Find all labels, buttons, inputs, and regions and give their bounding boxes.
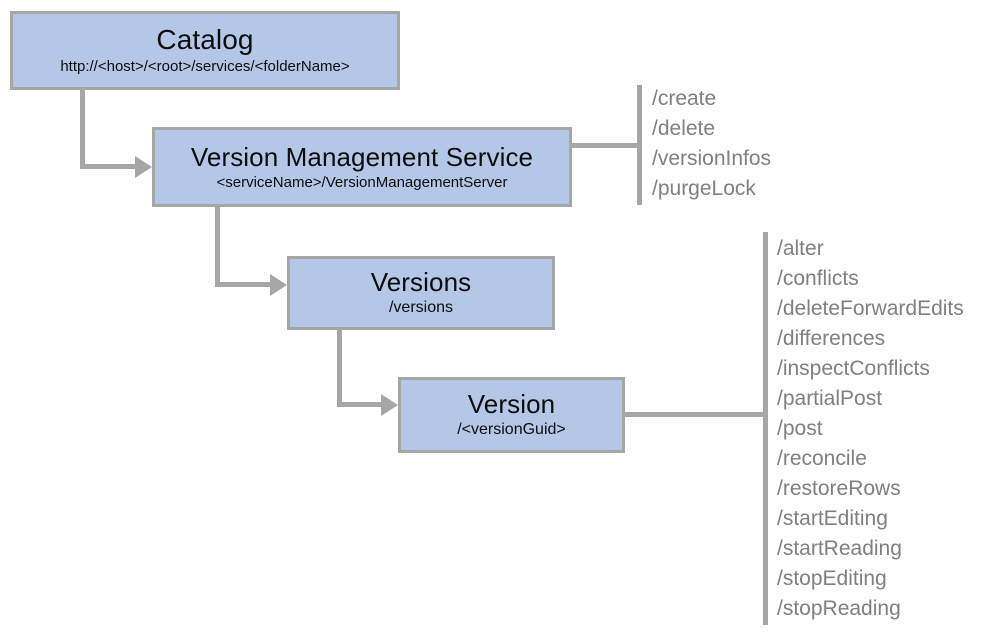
operation-item[interactable]: /startEditing: [777, 507, 888, 530]
connector-version-to-operations-stem: [625, 412, 768, 417]
operation-item[interactable]: /post: [777, 417, 823, 440]
operation-item[interactable]: /reconcile: [777, 447, 867, 470]
operation-item[interactable]: /stopEditing: [777, 567, 887, 590]
operation-item[interactable]: /deleteForwardEdits: [777, 297, 964, 320]
operation-item[interactable]: /partialPost: [777, 387, 883, 410]
connector-service-to-versions-vertical: [215, 207, 220, 287]
operation-item[interactable]: /startReading: [777, 537, 902, 560]
operation-item[interactable]: /alter: [777, 237, 824, 260]
operation-item[interactable]: /delete: [652, 117, 716, 140]
connector-version-to-operations-bar: [763, 232, 768, 625]
node-version-management-service-title: Version Management Service: [190, 141, 534, 172]
node-version-management-service[interactable]: Version Management Service <serviceName>…: [152, 127, 572, 207]
node-catalog-title: Catalog: [156, 24, 254, 56]
operation-item[interactable]: /stopReading: [777, 597, 901, 620]
operation-item[interactable]: /versionInfos: [652, 147, 772, 170]
operation-list-service: /create/delete/versionInfos/purgeLock: [652, 84, 771, 204]
operation-item[interactable]: /inspectConflicts: [777, 357, 930, 380]
node-version-management-service-path: <serviceName>/VersionManagementServer: [216, 173, 508, 191]
node-catalog-path: http://<host>/<root>/services/<folderNam…: [60, 58, 350, 76]
connector-catalog-to-service-vertical: [80, 90, 85, 169]
operation-list-version: /alter/conflicts/deleteForwardEdits/diff…: [777, 234, 964, 624]
connector-versions-to-version-horizontal: [337, 402, 381, 407]
node-version[interactable]: Version /<versionGuid>: [398, 377, 625, 453]
node-versions-path: /versions: [388, 299, 454, 317]
connector-catalog-to-service-arrowhead: [135, 156, 152, 178]
node-version-title: Version: [467, 389, 556, 420]
operation-item[interactable]: /purgeLock: [652, 177, 756, 200]
connector-service-to-operations-bar: [637, 85, 642, 205]
node-versions[interactable]: Versions /versions: [287, 256, 555, 330]
connector-service-to-operations-stem: [572, 143, 642, 148]
node-versions-title: Versions: [370, 267, 472, 298]
connector-service-to-versions-arrowhead: [270, 274, 287, 296]
connector-versions-to-version-arrowhead: [381, 394, 398, 416]
connector-catalog-to-service-horizontal: [80, 164, 135, 169]
node-catalog[interactable]: Catalog http://<host>/<root>/services/<f…: [10, 11, 400, 90]
operation-item[interactable]: /differences: [777, 327, 886, 350]
connector-versions-to-version-vertical: [337, 330, 342, 407]
operation-item[interactable]: /restoreRows: [777, 477, 901, 500]
node-version-path: /<versionGuid>: [457, 421, 566, 439]
operation-item[interactable]: /conflicts: [777, 267, 859, 290]
operation-item[interactable]: /create: [652, 87, 717, 110]
connector-service-to-versions-horizontal: [215, 282, 270, 287]
